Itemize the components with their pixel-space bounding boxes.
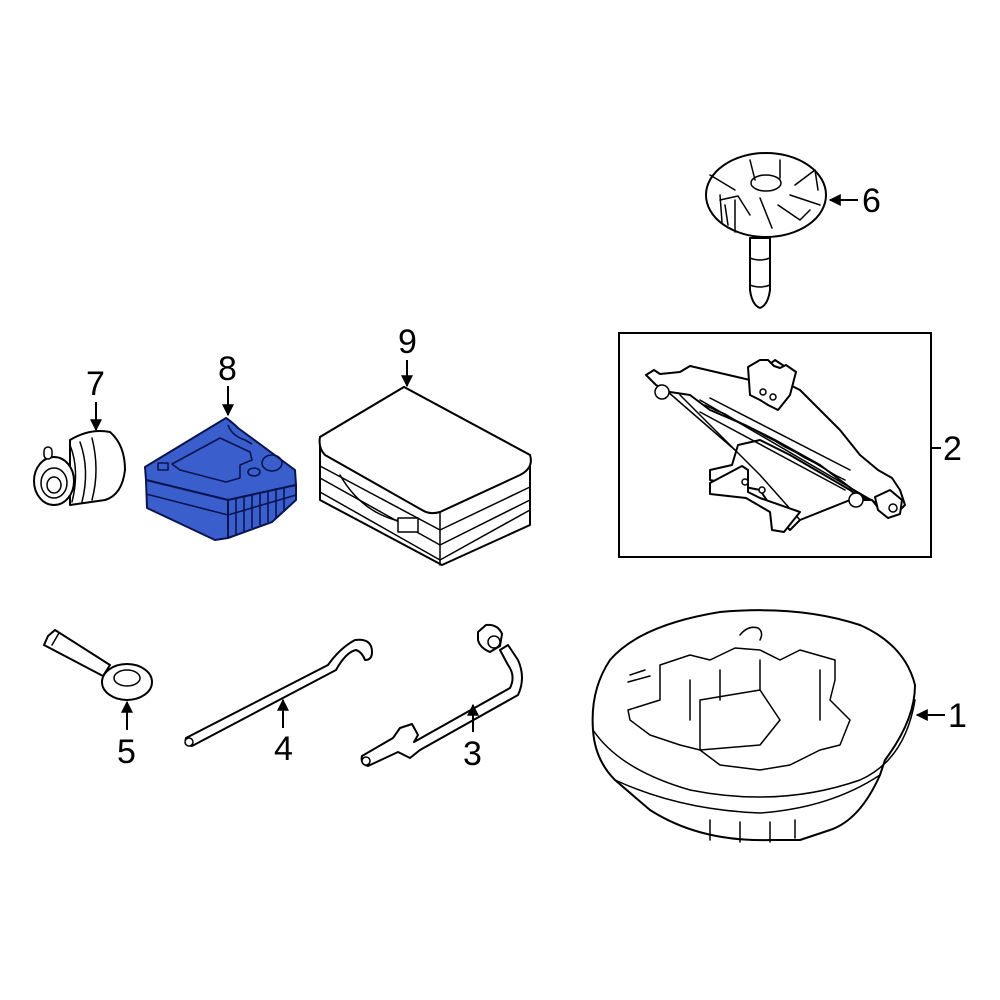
callout-label-9: 9 bbox=[398, 323, 417, 361]
part-4-jack-handle-rod[interactable] bbox=[184, 638, 373, 747]
callout-label-7: 7 bbox=[86, 365, 105, 403]
callout-3: 3 bbox=[463, 703, 482, 773]
part-6-hold-down-bolt[interactable] bbox=[705, 152, 827, 309]
part-9-storage-case[interactable] bbox=[318, 386, 532, 566]
part-2-scissor-jack[interactable] bbox=[618, 332, 932, 558]
part-1-spare-tire-tray[interactable] bbox=[591, 609, 916, 843]
part-8-tire-inflator-kit[interactable] bbox=[144, 417, 297, 541]
callout-7: 7 bbox=[86, 365, 105, 432]
callout-label-2: 2 bbox=[943, 430, 962, 468]
callout-5: 5 bbox=[117, 700, 136, 771]
callout-1: 1 bbox=[915, 697, 967, 735]
callout-4: 4 bbox=[274, 698, 293, 768]
callout-6: 6 bbox=[828, 182, 881, 220]
callout-label-8: 8 bbox=[218, 350, 237, 388]
part-5-tow-eye-hook[interactable] bbox=[43, 629, 153, 701]
callout-label-1: 1 bbox=[948, 697, 967, 735]
callout-2: 2 bbox=[931, 430, 962, 468]
callout-label-6: 6 bbox=[862, 182, 881, 220]
callout-8: 8 bbox=[218, 350, 237, 417]
callout-9: 9 bbox=[398, 323, 417, 388]
callout-label-4: 4 bbox=[274, 730, 293, 768]
part-3-lug-wrench[interactable] bbox=[360, 623, 523, 767]
part-7-compressor-fitting[interactable] bbox=[33, 430, 126, 506]
callout-label-3: 3 bbox=[463, 735, 482, 773]
callout-label-5: 5 bbox=[117, 733, 136, 771]
